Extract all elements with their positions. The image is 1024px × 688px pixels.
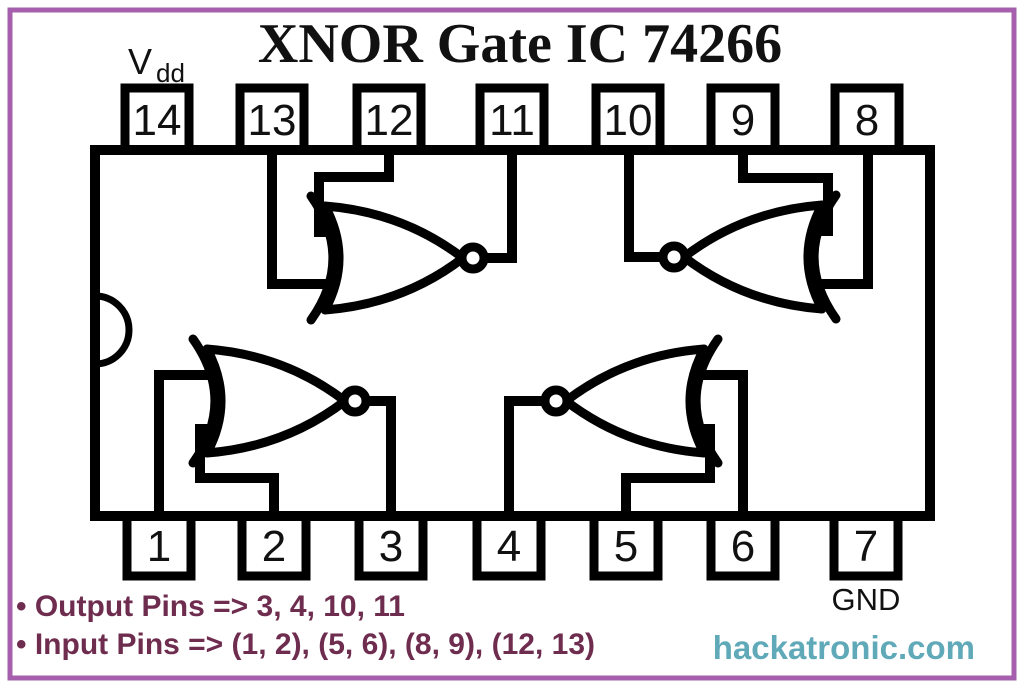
- xnor-gate-2-body: [679, 200, 827, 314]
- vdd-label: V dd: [128, 41, 185, 88]
- pin-label-1: 1: [147, 522, 171, 571]
- gnd-label: GND: [832, 582, 901, 617]
- wire-gate4-to-pin4: [504, 396, 561, 519]
- wire-pin8-to-gate2: [811, 147, 873, 289]
- xnor-gate-4-xor-arc: [691, 334, 723, 468]
- pin-box-12: [352, 83, 426, 155]
- pin-box-8: [830, 83, 904, 155]
- pin-label-11: 11: [489, 96, 535, 145]
- xnor-gate-1-body: [320, 201, 468, 315]
- note-input-pins: • Input Pins => (1, 2), (5, 6), (8, 9), …: [16, 628, 595, 661]
- wire-pin6-to-gate4: [693, 370, 748, 519]
- pin-label-10: 10: [604, 96, 653, 145]
- pin-box-3: [354, 511, 428, 581]
- pin-box-10: [591, 83, 665, 155]
- xnor-gate-1-bubble-icon: [457, 242, 489, 274]
- xnor-gate-4-bubble-icon: [540, 385, 572, 417]
- pin-label-4: 4: [497, 522, 521, 571]
- page-title: XNOR Gate IC 74266: [258, 13, 782, 75]
- wire-pin9-to-gate2: [738, 147, 833, 236]
- pin-box-1: [122, 511, 196, 581]
- wire-pin13-to-gate1: [267, 147, 335, 289]
- xnor-gate-3-bubble-icon: [339, 385, 371, 417]
- wire-pin5-to-gate4: [621, 424, 715, 519]
- xnor-gate-3-body: [202, 344, 350, 458]
- page-border: [7, 7, 1017, 681]
- pin-label-8: 8: [855, 96, 879, 145]
- xnor-gate-3-xor-arc: [188, 334, 220, 468]
- xnor-gate-2-xor-arc: [809, 190, 841, 324]
- pin-label-2: 2: [262, 522, 286, 571]
- wire-pin1-to-gate3: [154, 370, 217, 519]
- pin-label-7: 7: [854, 522, 878, 571]
- pin-box-5: [589, 511, 663, 581]
- vdd-letter: V: [128, 41, 152, 82]
- vdd-subscript: dd: [156, 58, 185, 88]
- pin-label-5: 5: [614, 522, 638, 571]
- xnor-gate-1-xor-arc: [306, 191, 338, 325]
- pin-label-6: 6: [731, 522, 755, 571]
- pin-label-14: 14: [133, 96, 182, 145]
- ic-notch: [94, 292, 133, 368]
- xnor-gate-3: [188, 334, 371, 468]
- xnor-gate-4-body: [561, 344, 709, 458]
- pin-label-13: 13: [248, 96, 297, 145]
- pin-label-9: 9: [731, 96, 755, 145]
- note-output-pins: • Output Pins => 3, 4, 10, 11: [16, 590, 405, 623]
- xnor-gate-4: [540, 334, 723, 468]
- pin-label-3: 3: [379, 522, 403, 571]
- pin-label-12: 12: [365, 96, 414, 145]
- wire-pin2-to-gate3: [195, 424, 279, 519]
- xnor-gate-2-bubble-icon: [658, 241, 690, 273]
- website-watermark: hackatronic.com: [713, 629, 975, 666]
- top-pin-row: 14 13 12 11 10 9 8: [120, 83, 904, 155]
- bottom-pin-row: 1 2 3 4 5 6 7: [122, 511, 903, 581]
- xnor-gate-1: [306, 191, 489, 325]
- xnor-gate-2: [658, 190, 841, 324]
